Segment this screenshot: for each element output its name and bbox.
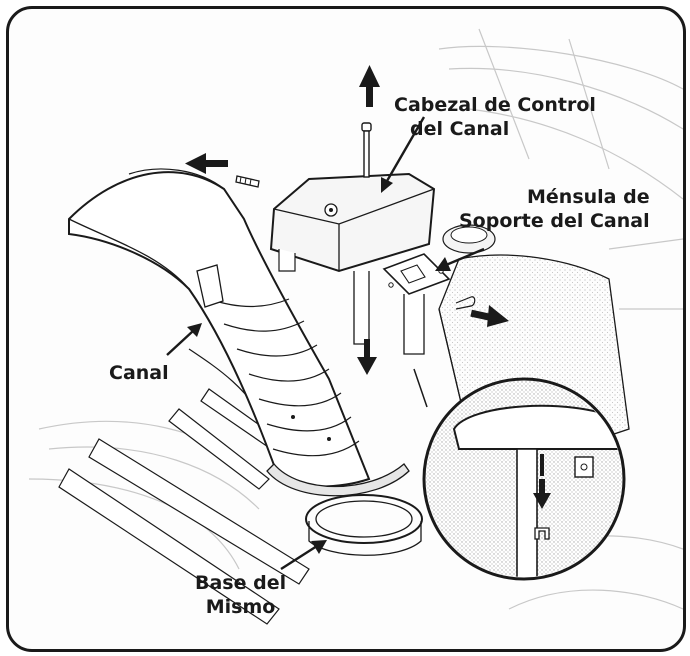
label-base-line-2: Mismo xyxy=(205,596,276,618)
label-base: Base del Mismo xyxy=(195,571,286,619)
auger-assembly xyxy=(58,348,310,625)
chute xyxy=(68,168,410,497)
arrow-left-icon xyxy=(185,153,228,174)
label-control-head: Cabezal de Control del Canal xyxy=(394,93,596,141)
illustration-frame: Cabezal de Control del Canal Ménsula de … xyxy=(6,6,686,652)
control-head xyxy=(269,172,436,355)
machine-background xyxy=(28,28,683,610)
label-control-head-line-1: Cabezal de Control xyxy=(394,94,596,116)
arrow-down-icon xyxy=(357,339,377,375)
label-control-head-line-2: del Canal xyxy=(410,118,510,140)
label-support-bracket: Ménsula de Soporte del Canal xyxy=(459,185,650,233)
hairpin-clip xyxy=(455,296,476,310)
label-chute: Canal xyxy=(109,362,169,384)
support-bracket xyxy=(382,253,451,295)
arrow-right-icon xyxy=(470,305,509,327)
arrow-up-icon xyxy=(359,65,380,107)
snowthrower-chute-illustration xyxy=(28,28,683,625)
leader-lines xyxy=(166,116,485,571)
bolt xyxy=(361,122,372,178)
detail-magnifier xyxy=(413,368,626,581)
label-base-line-1: Base del xyxy=(195,572,287,594)
label-support-bracket-line-1: Ménsula de xyxy=(527,186,650,208)
pin xyxy=(235,175,260,188)
label-support-bracket-line-2: Soporte del Canal xyxy=(459,210,650,232)
